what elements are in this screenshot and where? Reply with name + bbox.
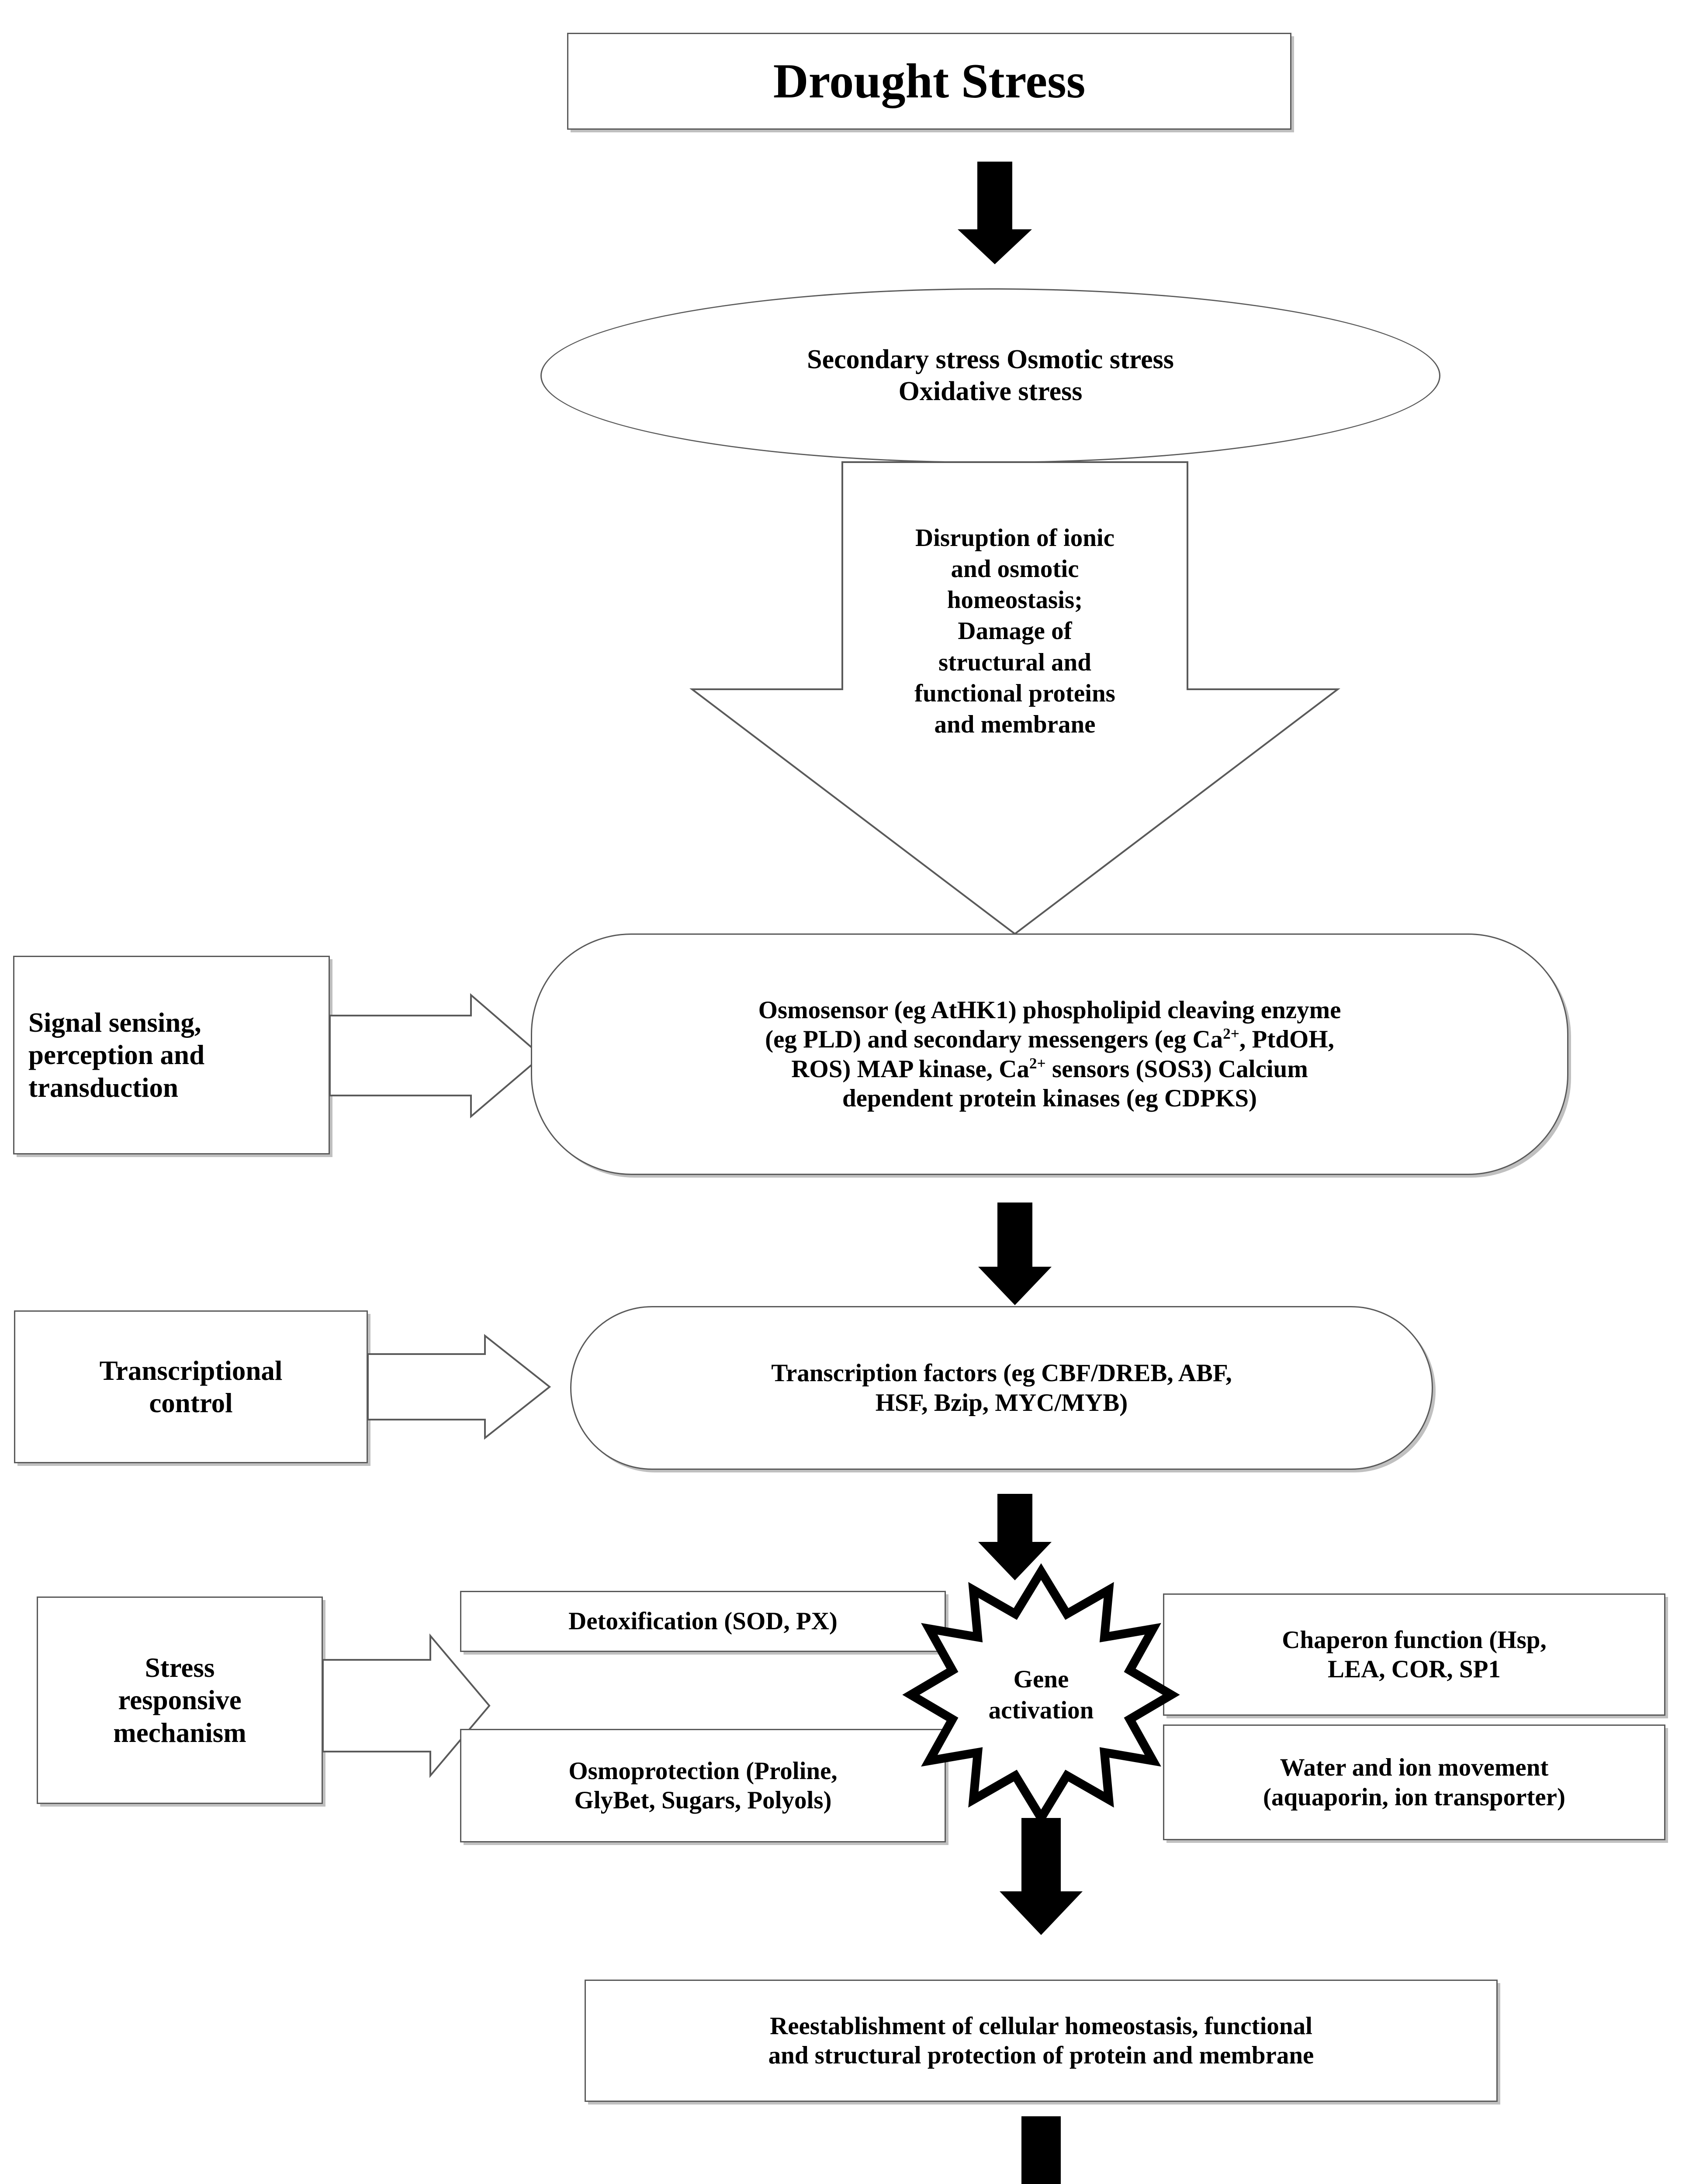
reestablishment-line-1: Reestablishment of cellular homeostasis,…	[770, 2012, 1312, 2040]
signal-sensing-label-box: Signal sensing, perception and transduct…	[13, 956, 330, 1154]
title-box: Drought Stress	[567, 33, 1291, 130]
stress-responsive-label-box: Stress responsive mechanism	[37, 1597, 323, 1804]
arrow-title-to-oval	[958, 162, 1032, 264]
water-ion-line-1: Water and ion movement	[1280, 1754, 1549, 1782]
osmosensor-line-3a: ROS) MAP kinase, Ca	[791, 1055, 1029, 1083]
osmoprotection-box: Osmoprotection (Proline, GlyBet, Sugars,…	[460, 1729, 946, 1842]
transcription-factors-line-2: HSF, Bzip, MYC/MYB)	[875, 1389, 1128, 1417]
disruption-line-4: Damage of	[958, 617, 1072, 645]
signal-sensing-line-2: perception and	[28, 1040, 205, 1071]
disruption-line-3: homeostasis;	[947, 586, 1083, 614]
osmoprotection-line-1: Osmoprotection (Proline,	[568, 1757, 838, 1785]
gene-activation-line-1: Gene	[1013, 1665, 1069, 1693]
transcription-factors-box: Transcription factors (eg CBF/DREB, ABF,…	[570, 1306, 1433, 1470]
reestablishment-line-2: and structural protection of protein and…	[768, 2042, 1314, 2069]
title-box-label: Drought Stress	[773, 54, 1086, 108]
osmosensor-line-2: (eg PLD) and secondary messengers (eg Ca…	[765, 1025, 1334, 1054]
disruption-line-6: functional proteins	[914, 679, 1115, 707]
disruption-line-2: and osmotic	[951, 555, 1079, 583]
transcriptional-control-line-2: control	[149, 1388, 233, 1418]
gene-activation-line-2: activation	[988, 1697, 1094, 1724]
osmosensor-line-3-superscript: 2+	[1029, 1054, 1046, 1072]
signal-sensing-line-3: transduction	[28, 1072, 179, 1103]
arrow-gene-to-reestablishment	[1000, 1818, 1083, 1935]
osmosensor-line-1: Osmosensor (eg AtHK1) phospholipid cleav…	[758, 996, 1341, 1024]
osmosensor-line-3: ROS) MAP kinase, Ca2+ sensors (SOS3) Cal…	[791, 1054, 1308, 1084]
osmosensor-line-2a: (eg PLD) and secondary messengers (eg Ca	[765, 1026, 1223, 1054]
transcriptional-control-label-box: Transcriptional control	[14, 1310, 368, 1463]
secondary-stress-oval: Secondary stress Osmotic stress Oxidativ…	[540, 288, 1440, 463]
disruption-line-5: structural and	[938, 648, 1091, 676]
transcription-factors-line-1: Transcription factors (eg CBF/DREB, ABF,	[771, 1359, 1232, 1387]
disruption-arrow-text: Disruption of ionic and osmotic homeosta…	[842, 476, 1187, 786]
signal-sensing-block-arrow	[329, 993, 543, 1119]
disruption-line-7: and membrane	[934, 711, 1096, 739]
chaperon-line-2: LEA, COR, SP1	[1328, 1655, 1501, 1683]
transcriptional-control-line-1: Transcriptional	[99, 1355, 283, 1386]
disruption-hollow-arrow	[689, 461, 1340, 935]
stress-responsive-block-arrow	[322, 1633, 491, 1778]
secondary-stress-line-2: Oxidative stress	[898, 377, 1083, 406]
reestablishment-box: Reestablishment of cellular homeostasis,…	[585, 1980, 1498, 2102]
osmosensor-line-2b: , PtdOH,	[1239, 1026, 1334, 1054]
arrow-osmosensor-to-tf	[978, 1203, 1052, 1305]
osmosensor-line-4: dependent protein kinases (eg CDPKS)	[842, 1084, 1257, 1112]
gene-activation-text: Gene activation	[937, 1655, 1145, 1734]
osmosensor-box: Osmosensor (eg AtHK1) phospholipid cleav…	[531, 933, 1568, 1175]
stress-responsive-line-1: Stress	[145, 1652, 215, 1683]
chaperon-box: Chaperon function (Hsp, LEA, COR, SP1	[1163, 1593, 1665, 1716]
secondary-stress-line-1: Secondary stress Osmotic stress	[807, 344, 1174, 374]
signal-sensing-line-1: Signal sensing,	[28, 1007, 201, 1038]
water-ion-line-2: (aquaporin, ion transporter)	[1263, 1783, 1565, 1811]
stress-responsive-line-3: mechanism	[113, 1717, 246, 1748]
disruption-line-1: Disruption of ionic	[915, 524, 1115, 552]
arrow-reestablishment-to-tolerance	[1021, 2116, 1061, 2184]
detoxification-box: Detoxification (SOD, PX)	[460, 1591, 946, 1652]
detoxification-label: Detoxification (SOD, PX)	[568, 1607, 838, 1635]
arrow-tf-to-gene	[978, 1494, 1052, 1580]
osmoprotection-line-2: GlyBet, Sugars, Polyols)	[574, 1787, 832, 1814]
osmosensor-line-2-superscript: 2+	[1223, 1025, 1239, 1043]
stress-responsive-line-2: responsive	[118, 1685, 242, 1716]
transcriptional-control-block-arrow	[367, 1334, 551, 1440]
chaperon-line-1: Chaperon function (Hsp,	[1282, 1626, 1547, 1654]
water-ion-box: Water and ion movement (aquaporin, ion t…	[1163, 1724, 1665, 1840]
osmosensor-line-3b: sensors (SOS3) Calcium	[1045, 1055, 1308, 1083]
